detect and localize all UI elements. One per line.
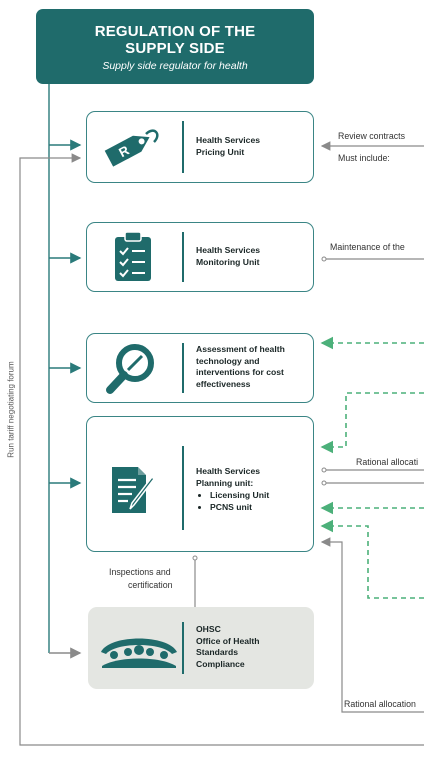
header-box: REGULATION OF THE SUPPLY SIDE Supply sid… [36, 9, 314, 84]
planning-item-licensing: Licensing Unit [210, 490, 312, 502]
ohsc-label: OHSC Office of Health Standards Complian… [196, 624, 308, 670]
pricing-line2: Pricing Unit [196, 146, 245, 157]
header-title-line1: REGULATION OF THE [94, 23, 256, 40]
ohsc-line4: Compliance [196, 658, 245, 669]
monitoring-separator [182, 232, 184, 282]
node-inspections [192, 555, 198, 561]
note-review-contracts: Review contracts [338, 131, 405, 141]
document-pen-icon [112, 467, 155, 513]
planning-line1: Health Services [196, 466, 261, 476]
monitoring-label: Health Services Monitoring Unit [196, 245, 308, 268]
green-loop-upper [320, 392, 424, 454]
assessment-line2: technology and [196, 355, 260, 366]
assessment-label: Assessment of health technology and inte… [196, 344, 312, 390]
planning-list: Licensing Unit PCNS unit [196, 490, 312, 513]
planning-label: Health Services Planning unit: Licensing… [196, 466, 312, 513]
side-label-tariff-forum: Run tariff negotiating forum [6, 361, 16, 458]
monitoring-line2: Monitoring Unit [196, 256, 260, 267]
node-planning-out [321, 480, 327, 486]
pricing-label: Health Services Pricing Unit [196, 135, 308, 158]
people-group-icon [101, 638, 177, 668]
assessment-line1: Assessment of health [196, 344, 285, 354]
note-must-include: Must include: [338, 153, 390, 163]
planning-item-pcns: PCNS unit [210, 502, 312, 514]
note-inspections-1: Inspections and [109, 567, 171, 577]
note-inspections-2: certification [128, 580, 173, 590]
ohsc-box [88, 607, 314, 689]
ohsc-separator [182, 622, 184, 674]
pricing-line1: Health Services [196, 135, 261, 145]
ohsc-line2: Office of Health [196, 635, 260, 646]
pricing-separator [182, 121, 184, 173]
planning-line2: Planning unit: [196, 477, 254, 488]
assessment-box [86, 333, 314, 403]
clipboard-checklist-icon [115, 231, 151, 281]
assessment-line4: effectiveness [196, 378, 251, 389]
note-maintenance: Maintenance of the [330, 242, 405, 252]
assessment-line3: interventions for cost [196, 367, 284, 377]
node-maintenance [321, 256, 327, 262]
ohsc-line3: Standards [196, 647, 239, 657]
monitoring-line1: Health Services [196, 245, 261, 255]
line-rational-2 [320, 537, 424, 713]
tariff-loop-line [19, 153, 424, 746]
price-tag-icon: R [104, 129, 159, 167]
planning-separator [182, 446, 184, 530]
header-subtitle: Supply side regulator for health [102, 60, 248, 72]
node-rational-1 [321, 467, 327, 473]
note-rational-1: Rational allocati [356, 457, 419, 467]
header-title-line2: SUPPLY SIDE [125, 40, 225, 57]
ohsc-line1: OHSC [196, 624, 221, 634]
assessment-separator [182, 343, 184, 393]
magnifier-icon [106, 344, 154, 394]
green-loop-lower [320, 519, 424, 599]
note-rational-2: Rational allocation [344, 699, 416, 709]
